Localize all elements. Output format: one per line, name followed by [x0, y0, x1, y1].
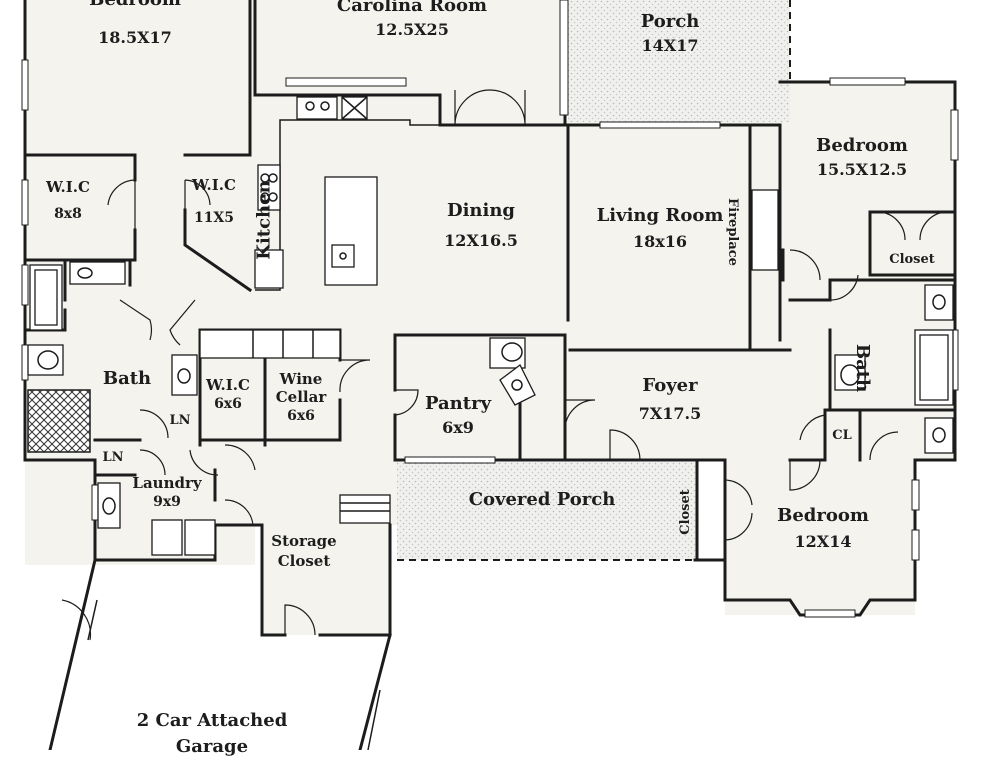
- garage-label: 2 Car Attached Garage: [136, 710, 288, 757]
- outline-extras: [48, 0, 791, 750]
- kitchen-fixtures: [199, 94, 441, 359]
- cl-label: CL: [832, 428, 852, 443]
- doors: [61, 89, 946, 641]
- ln-lower-label: LN: [102, 450, 124, 465]
- ln-upper-label: LN: [169, 413, 191, 428]
- fireplace-label: Fireplace: [725, 198, 741, 266]
- porch-fill: [568, 0, 790, 122]
- closet-se-label: Closet: [678, 489, 694, 535]
- covered-porch-label: Covered Porch: [468, 489, 616, 510]
- closet-ne-label: Closet: [889, 252, 935, 267]
- bath-right-label: Bath: [851, 343, 873, 393]
- storage-closet-label: Storage Closet: [271, 532, 337, 570]
- covered-porch-fill: [397, 462, 697, 560]
- kitchen-label: Kitchen: [253, 180, 275, 260]
- bath-left-label: Bath: [102, 368, 152, 389]
- bedroom-main-label: Bedroom18.5X17: [89, 0, 181, 47]
- windows: [21, 0, 959, 618]
- plumbing-fixtures: [27, 189, 954, 556]
- room-fills: [25, 0, 955, 635]
